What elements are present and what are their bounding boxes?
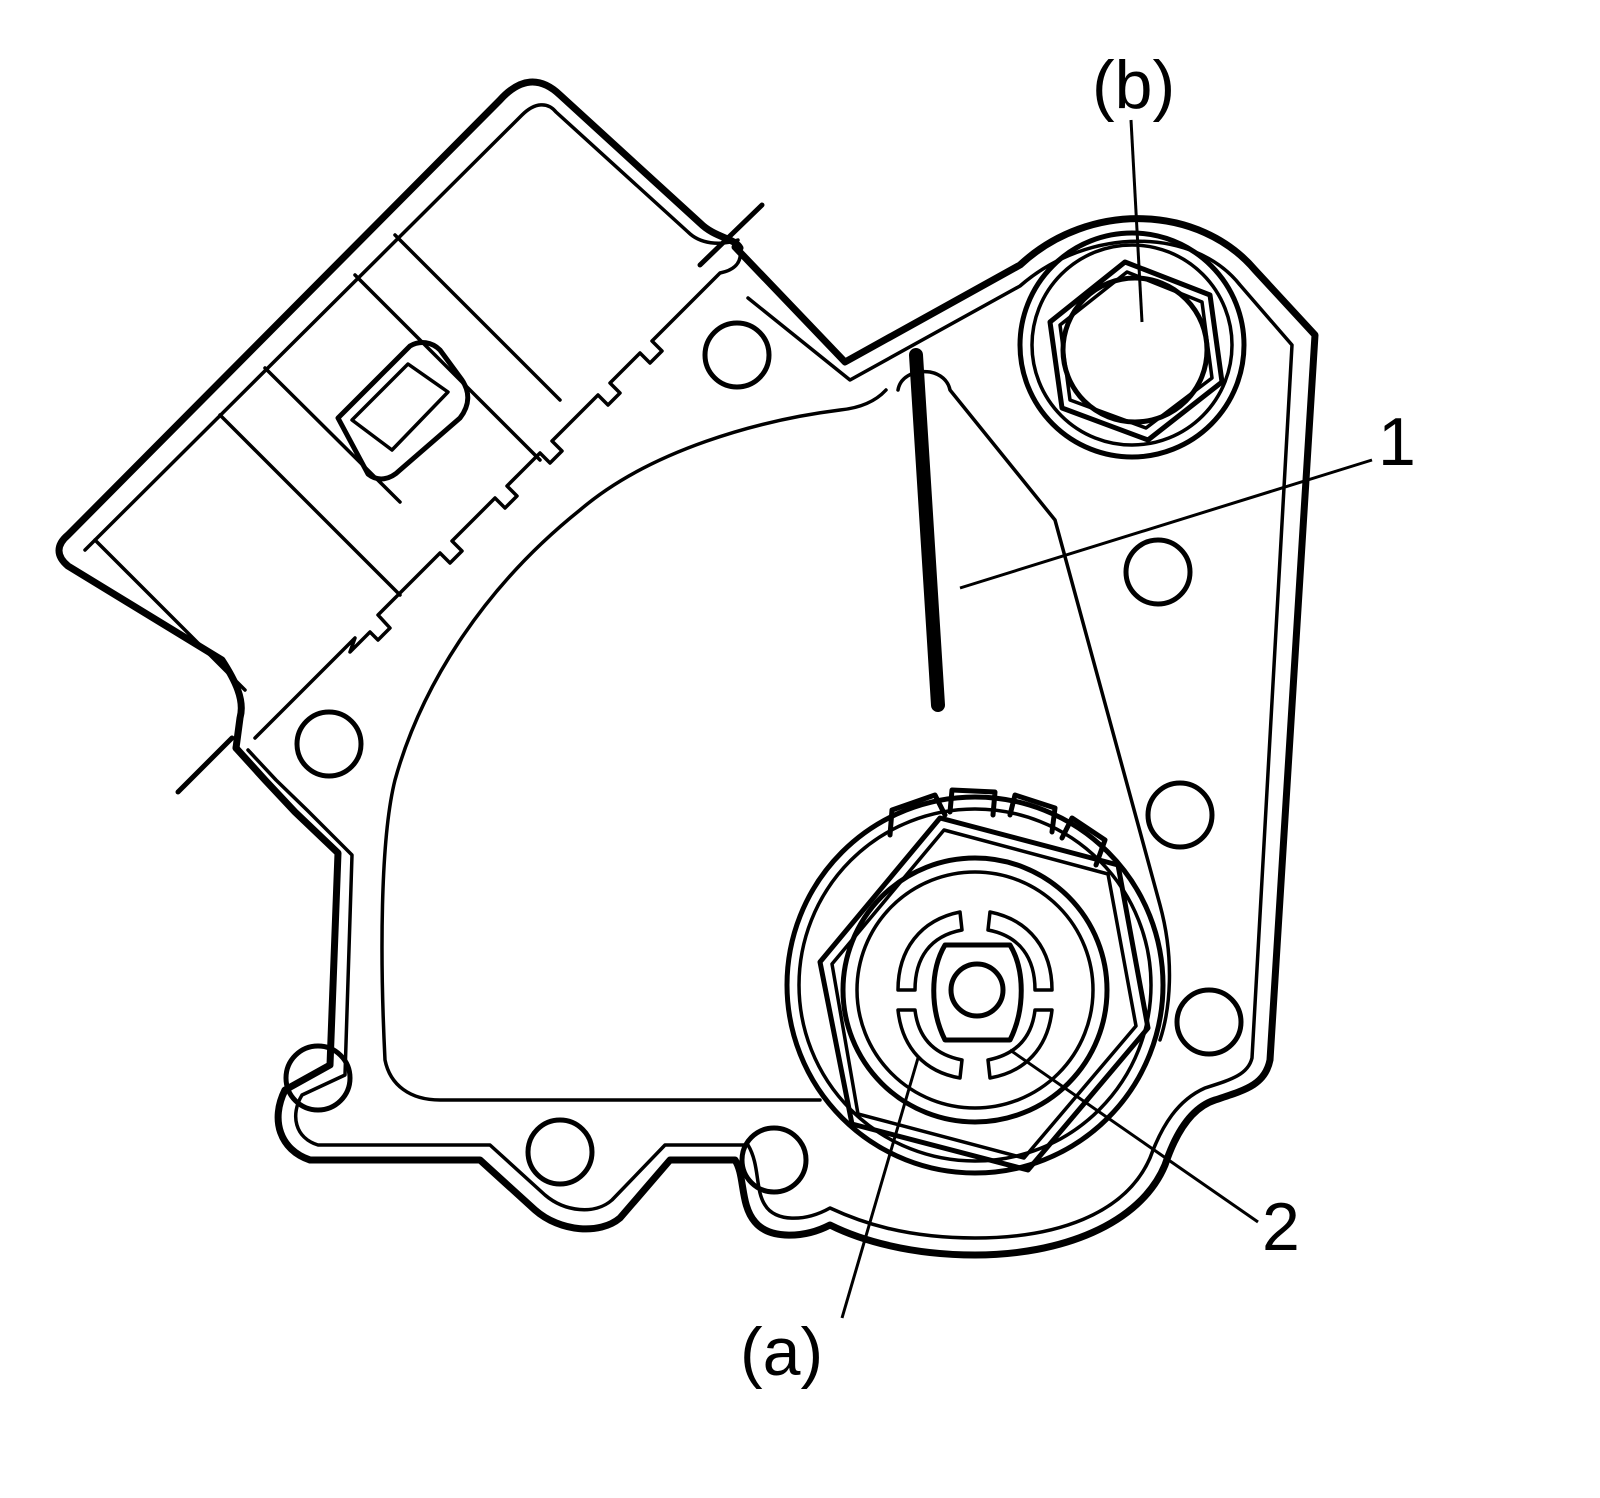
- mounting-hole: [702, 320, 772, 390]
- connector-latch-outer: [335, 340, 471, 482]
- connector-divider-2: [218, 413, 402, 597]
- mounting-hole: [283, 1043, 353, 1113]
- mounting-hole: [1174, 987, 1244, 1057]
- shaft-hex-nut: [817, 815, 1151, 1173]
- lock-washer-tab: [1059, 815, 1108, 868]
- connector-latch-inner: [350, 362, 450, 452]
- connector-body: [55, 78, 744, 752]
- leader-line-b: [1129, 119, 1144, 323]
- shaft-boss-inner: [797, 807, 1153, 1163]
- shaft-nut-bore: [840, 855, 1110, 1125]
- connector-divider-1: [93, 538, 247, 692]
- lock-ring-segment: [896, 1008, 964, 1080]
- connector-cut-line-bottom: [175, 735, 235, 795]
- bolt-b-boss-inner: [1030, 243, 1234, 447]
- connector-seam: [253, 248, 743, 740]
- connector-divider-4: [353, 273, 542, 462]
- lock-washer-tab: [947, 787, 998, 818]
- bolt-b-hex: [1047, 259, 1225, 443]
- callout-label-a: (a): [740, 1314, 823, 1390]
- callout-label-b: (b): [1092, 47, 1175, 123]
- callout-label-1: 1: [1378, 404, 1416, 480]
- housing-outline: [232, 215, 1319, 1259]
- neutral-reference-slot: [909, 348, 945, 712]
- connector-cut-line-top: [697, 202, 765, 268]
- mounting-hole: [1145, 780, 1215, 850]
- mounting-hole: [294, 709, 364, 779]
- mounting-hole: [739, 1125, 809, 1195]
- shaft-hex-nut-inner: [830, 828, 1138, 1160]
- shaft-double-d: [931, 942, 1024, 1043]
- bolt-b-hex-inner: [1058, 270, 1214, 430]
- bolt-b-head: [1060, 275, 1210, 425]
- leader-line-1: [959, 458, 1373, 590]
- leader-line-2: [1009, 1048, 1259, 1224]
- bolt-b-boss-outer: [1017, 230, 1247, 460]
- callout-label-2: 2: [1262, 1189, 1300, 1265]
- shaft-center: [948, 961, 1006, 1019]
- connector-divider-5: [393, 233, 562, 402]
- lock-ring-segment: [986, 1008, 1054, 1080]
- mounting-hole: [525, 1117, 595, 1187]
- shaft-boss-outer: [784, 794, 1166, 1176]
- leader-line-a: [840, 1057, 920, 1319]
- lock-washer-tab: [1007, 792, 1058, 835]
- lock-ring-segment: [986, 910, 1054, 992]
- lock-washer-tab: [887, 792, 948, 838]
- lock-ring-segment: [896, 910, 964, 992]
- mounting-hole: [1123, 537, 1193, 607]
- housing-flange-line: [246, 239, 1294, 1240]
- shaft-nut-bore-inner: [855, 870, 1095, 1110]
